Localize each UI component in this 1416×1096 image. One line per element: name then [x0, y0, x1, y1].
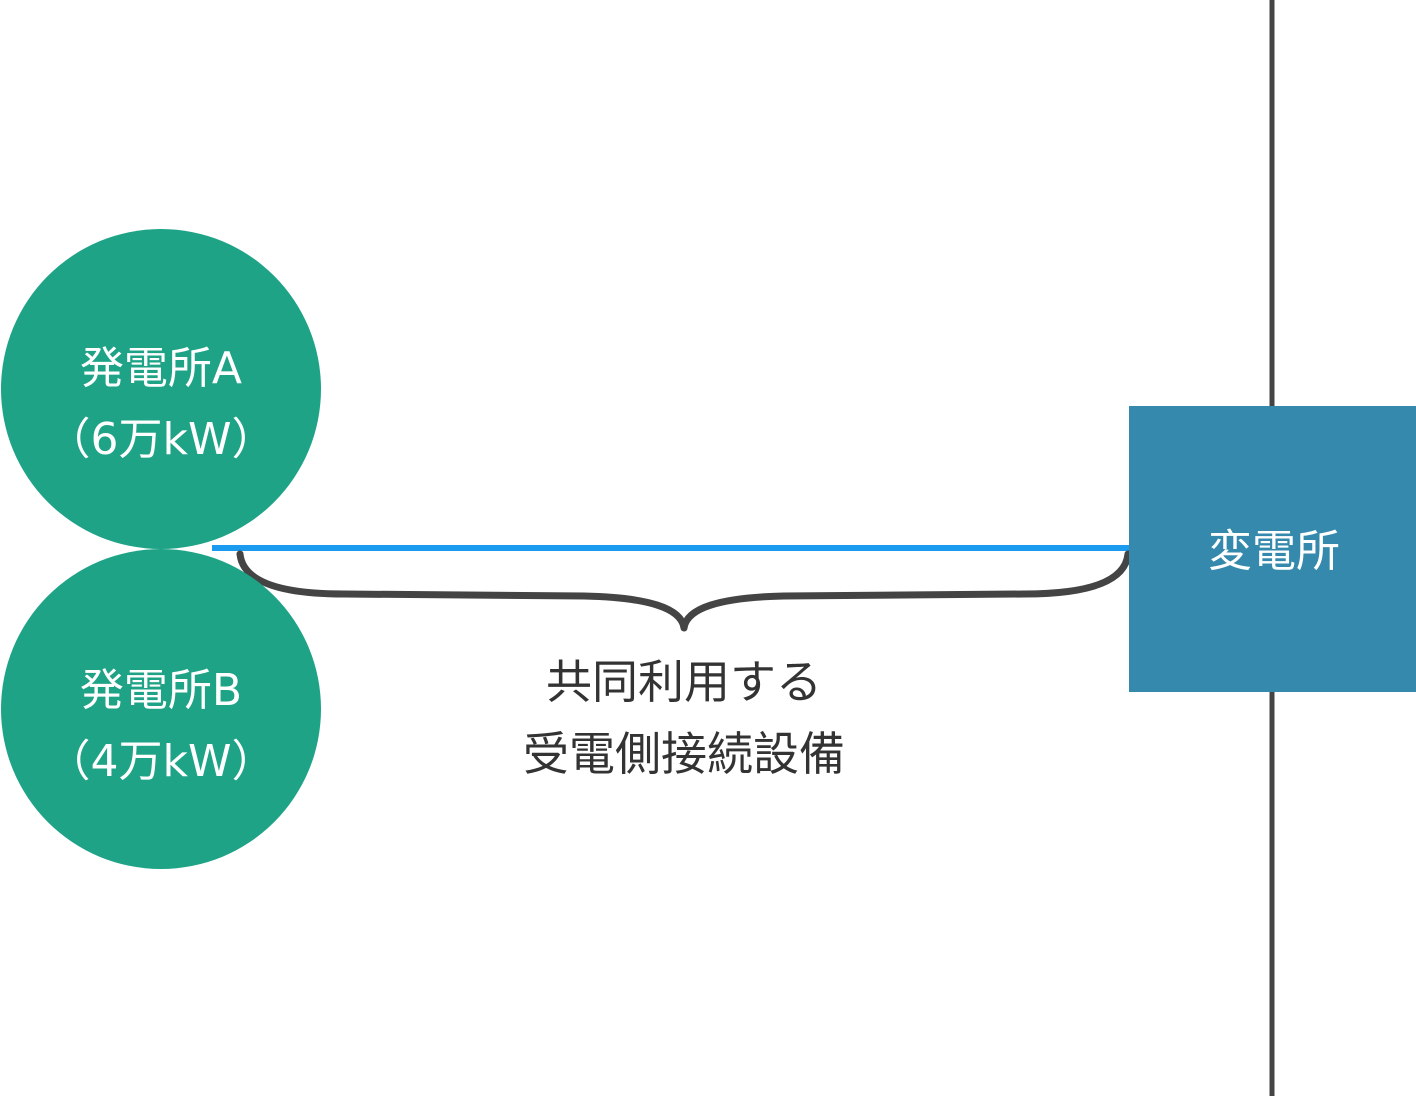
plant-a-name: 発電所A [80, 343, 242, 394]
shared-facility-label: 共同利用する 受電側接続設備 [523, 655, 845, 781]
shared-facility-line2: 受電側接続設備 [523, 727, 845, 781]
substation-box [1129, 406, 1416, 692]
plant-b: 発電所B （4万kW） [1, 549, 321, 869]
plant-b-capacity: （4万kW） [47, 736, 276, 787]
shared-facility-brace [236, 550, 1132, 632]
plant-a-capacity: （6万kW） [47, 414, 276, 465]
plant-b-name: 発電所B [80, 665, 242, 716]
plant-b-circle [1, 549, 321, 869]
plant-a: 発電所A （6万kW） [1, 229, 321, 549]
shared-facility-line1: 共同利用する [546, 655, 822, 709]
substation: 変電所 [1129, 406, 1416, 692]
plant-a-circle [1, 229, 321, 549]
substation-label: 変電所 [1208, 526, 1340, 577]
